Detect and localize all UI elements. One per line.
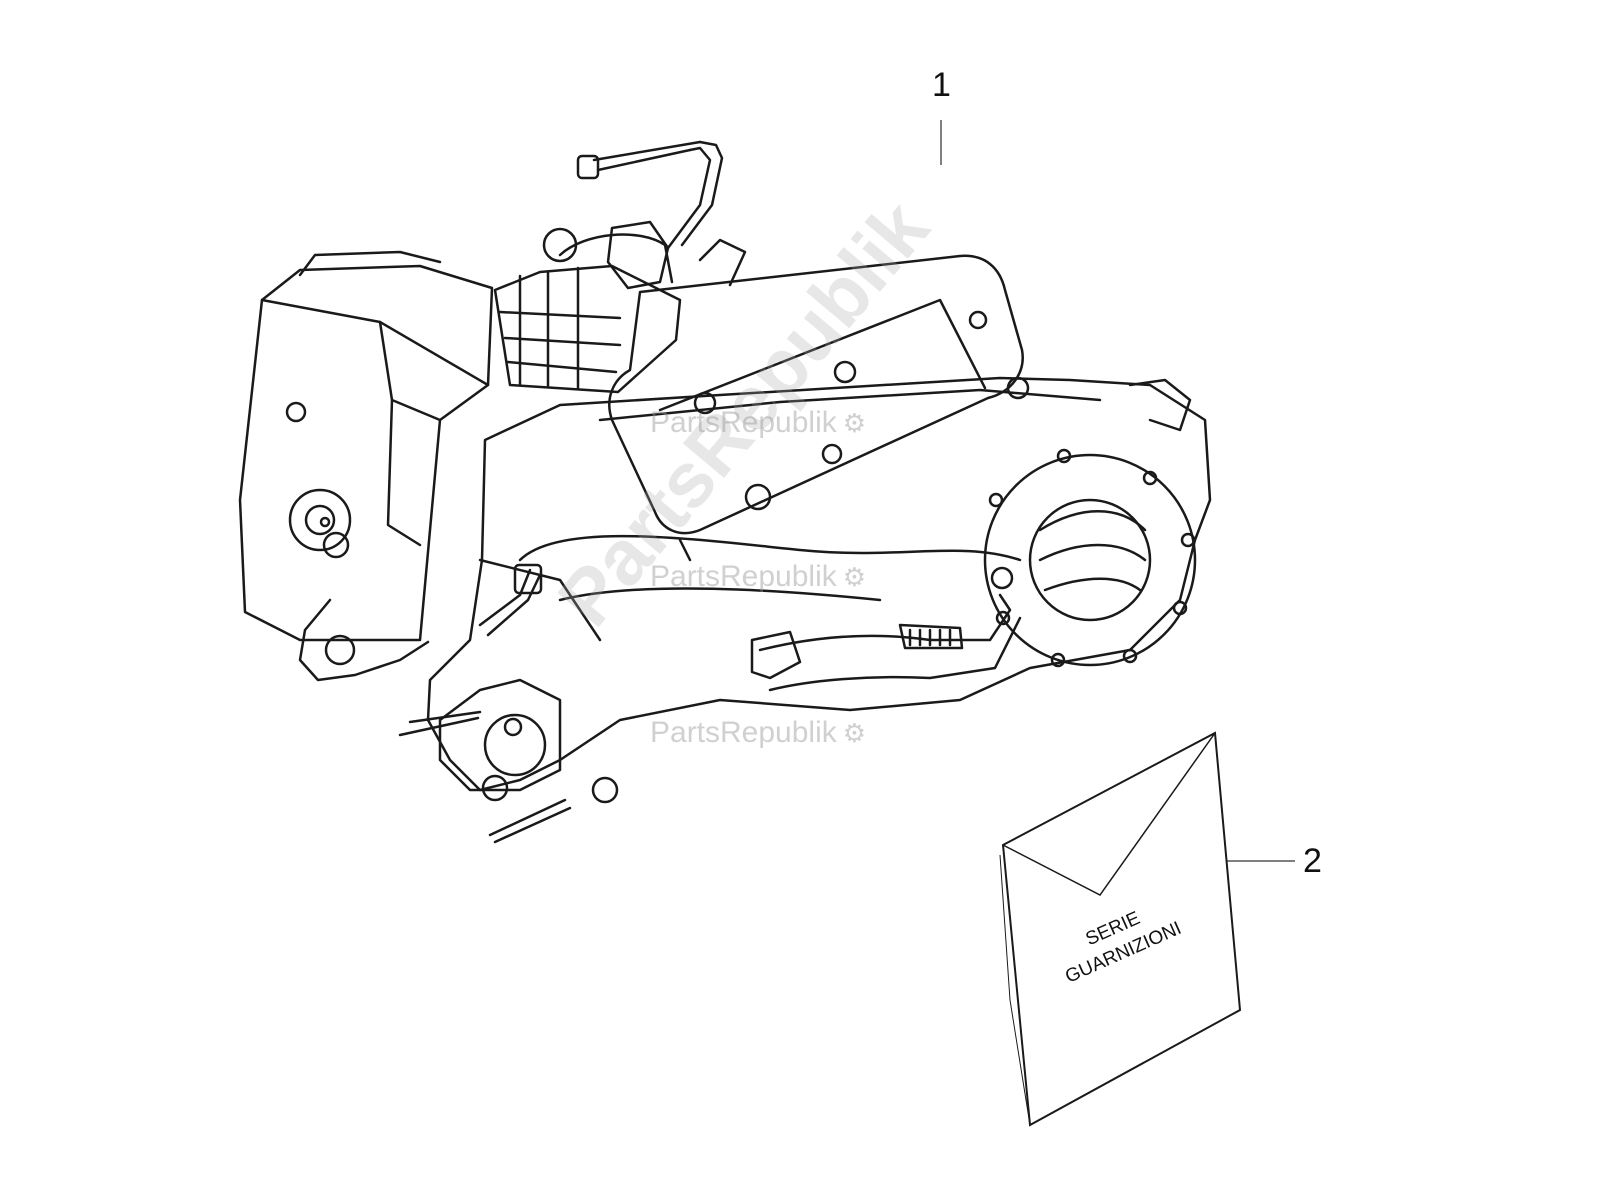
gear-icon: ⚙ xyxy=(842,408,867,438)
watermark-text: PartsRepublik xyxy=(650,716,837,749)
callout-number-2: 2 xyxy=(1303,842,1322,880)
clutch-cover xyxy=(983,453,1197,667)
gasket-set-envelope: SERIE GUARNIZIONI xyxy=(999,731,1242,1127)
filter-cap xyxy=(288,488,352,552)
engine-assembly xyxy=(238,140,1212,844)
watermark-text: PartsRepublik xyxy=(650,560,837,593)
carburettor xyxy=(606,220,670,290)
watermark-logo: PartsRepublik⚙ xyxy=(650,406,866,440)
engine-mount xyxy=(298,598,430,682)
callout-number-1: 1 xyxy=(932,66,951,104)
watermark-logo: PartsRepublik⚙ xyxy=(650,716,866,750)
leader-lines xyxy=(940,120,1295,862)
intake-hose xyxy=(666,146,712,250)
watermark-text: PartsRepublik xyxy=(650,406,837,439)
watermark-logo: PartsRepublik⚙ xyxy=(650,560,866,594)
air-filter-box xyxy=(238,264,494,642)
cylinder-head xyxy=(493,264,682,394)
belt-cover xyxy=(608,254,1024,535)
gear-icon: ⚙ xyxy=(842,562,867,592)
kick-pedal xyxy=(758,593,1012,652)
gear-icon: ⚙ xyxy=(842,718,867,748)
sensor-wire xyxy=(398,710,482,737)
